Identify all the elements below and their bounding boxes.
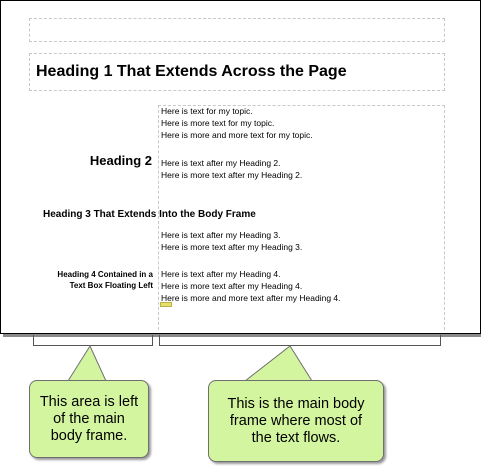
left-callout-pointer [67,344,107,382]
header-frame [29,18,445,42]
callout-left: This area is left of the main body frame… [29,380,149,458]
heading4-body-line: Here is more and more text after my Head… [161,293,341,303]
heading2-line: Here is more text after my Heading 2. [161,170,303,180]
heading4-line: Heading 4 Contained in a [57,270,153,279]
callout-left-line: This area is left [39,393,139,410]
topic-line: Here is more and more text for my topic. [161,130,313,140]
heading1-frame: Heading 1 That Extends Across the Page [29,53,445,91]
heading4-text-box: Heading 4 Contained in a Text Box Floati… [57,269,153,291]
body-frame-bracket [159,335,441,346]
topic-line: Here is more text for my topic. [161,118,275,128]
heading2-line: Here is text after my Heading 2. [161,158,281,168]
heading3-line: Here is more text after my Heading 3. [161,242,303,252]
heading2: Heading 2 [89,153,152,168]
heading1: Heading 1 That Extends Across the Page [36,63,347,80]
callout-right-line: This is the main body [227,395,365,412]
callout-right-line: the text flows. [251,429,341,446]
left-area-bracket [33,335,153,346]
callout-left-line: body frame. [50,427,128,444]
heading4-body-line: Here is text after my Heading 4. [161,269,281,279]
page-frame: Heading 1 That Extends Across the Page H… [0,0,481,334]
callout-right: This is the main body frame where most o… [208,380,384,462]
callout-left-line: of the main [53,410,125,427]
heading3: Heading 3 That Extends Into the Body Fra… [43,209,256,220]
heading3-line: Here is text after my Heading 3. [161,230,281,240]
right-callout-pointer [243,345,313,382]
main-body-frame [158,105,445,330]
heading4-body-line: Here is more text after my Heading 4. [161,281,303,291]
callout-right-line: frame where most of [229,412,363,429]
text-cursor-highlight [160,302,172,307]
heading4-line: Text Box Floating Left [69,281,153,290]
topic-line: Here is text for my topic. [161,106,253,116]
